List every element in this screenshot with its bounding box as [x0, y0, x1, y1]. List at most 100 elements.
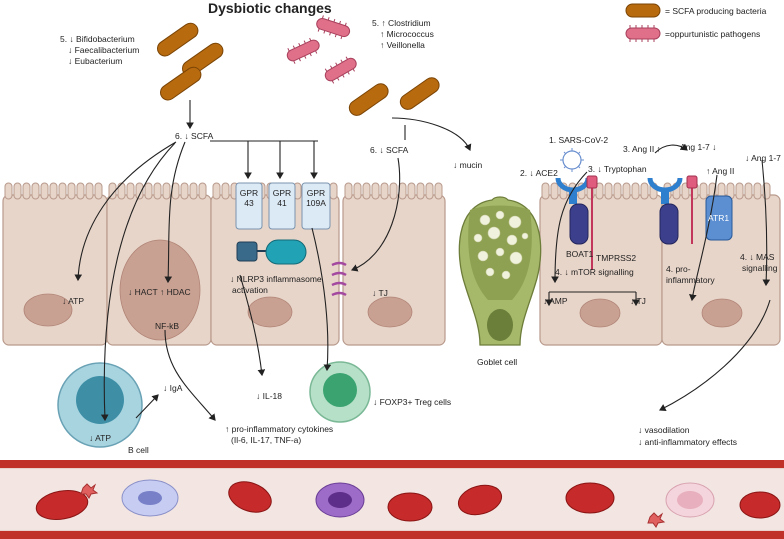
microvillus	[329, 182, 338, 200]
hact-hdac-label: ↓ HACT ↑ HDAC	[128, 287, 191, 297]
microvillus	[434, 182, 443, 200]
microvillus	[22, 182, 31, 200]
microvillus	[613, 182, 622, 200]
microvillus	[4, 182, 13, 200]
tmprss2-label: TMPRSS2	[596, 253, 637, 263]
microvillus	[135, 182, 144, 200]
microvillus	[595, 182, 604, 200]
microvillus	[180, 182, 189, 200]
nfkb-label: NF-kB	[155, 321, 180, 331]
goblet-cell	[458, 196, 542, 346]
atr1-label: ATR1	[708, 213, 730, 223]
bcell-label: B cell	[128, 445, 149, 455]
legend-scfa-label: = SCFA producing bacteria	[665, 6, 767, 16]
platelets	[80, 483, 666, 528]
sars-cov-2-label: 1. SARS-CoV-2	[549, 135, 609, 145]
b-cell	[57, 362, 143, 448]
ang17-right-label: ↓ Ang 1-7	[745, 153, 781, 163]
microvillus	[344, 182, 353, 200]
vasodilation-label: ↓ vasodilation	[638, 425, 690, 435]
microvillus	[49, 182, 58, 200]
boat1-transporter-icon	[569, 203, 589, 245]
microvillus	[699, 182, 708, 200]
pathogen-group	[286, 15, 357, 84]
microvillus	[389, 182, 398, 200]
ang-ii-small-label: ↑ Ang II	[706, 166, 735, 176]
microvillus	[126, 182, 135, 200]
scfa-bacteria-group-mid	[348, 77, 440, 116]
microvillus	[13, 182, 22, 200]
ang17-top-label: Ang 1-7 ↓	[680, 142, 717, 152]
bacteria-decrease-1: 5. ↓ Bifidobacterium	[60, 34, 135, 44]
white-blood-cells	[121, 479, 715, 518]
nlrp3-label-line1: ↓ NLRP3 inflammasome	[230, 274, 322, 284]
microvillus	[622, 182, 631, 200]
microvillus	[117, 182, 126, 200]
tj-left-label: ↓ TJ	[372, 288, 388, 298]
microvillus	[189, 182, 198, 200]
microvillus	[407, 182, 416, 200]
goblet-cell-label: Goblet cell	[477, 357, 518, 367]
tryptophan-label: 3. ↓ Tryptophan	[588, 164, 647, 174]
microvillus	[640, 182, 649, 200]
sars-cov-2-icon	[560, 148, 584, 172]
boat1-label: BOAT1	[566, 249, 594, 259]
gpr-receptors	[235, 182, 331, 230]
tmprss2-icon	[586, 175, 598, 270]
microvillus	[108, 182, 117, 200]
gpr109a-label: GPR 109A	[306, 188, 326, 208]
microvillus	[221, 182, 230, 200]
microvillus	[541, 182, 550, 200]
ace2-receptor-icon-2	[647, 175, 698, 245]
cytokines-line2: (Il-6, IL-17, TNF-a)	[231, 435, 302, 445]
gpr41-label: GPR 41	[272, 188, 292, 208]
atp-left-label: ↓ ATP	[62, 296, 85, 306]
microvillus	[550, 182, 559, 200]
microvillus	[631, 182, 640, 200]
mas-line2: signalling	[742, 263, 778, 273]
il18-label: ↓ IL-18	[256, 391, 282, 401]
microvillus	[362, 182, 371, 200]
nuclei	[23, 239, 743, 341]
microvillus	[76, 182, 85, 200]
legend-scfa-bacterium-icon	[625, 3, 661, 18]
nlrp3-inflammasome-icon	[236, 239, 307, 265]
scfa-left-label: 6. ↓ SCFA	[175, 131, 214, 141]
tight-junction-icon	[331, 261, 347, 297]
microvillus	[380, 182, 389, 200]
foxp3-label: ↓ FOXP3+ Treg cells	[373, 397, 452, 407]
gpr43-label: GPR 43	[239, 188, 259, 208]
microvillus	[735, 182, 744, 200]
iga-label: ↓ IgA	[163, 383, 183, 393]
microvillus	[753, 182, 762, 200]
pathway-arrows	[74, 100, 771, 422]
atr1-receptor-icon	[705, 195, 733, 241]
mas-line1: 4. ↓ MAS	[740, 252, 775, 262]
microvillus	[425, 182, 434, 200]
ace2-label: 2. ↓ ACE2	[520, 168, 558, 178]
amp-label: ↓ AMP	[543, 296, 568, 306]
scfa-bacteria-group-left	[157, 22, 224, 101]
legend-pathogen-icon	[625, 25, 661, 42]
microvillus	[162, 182, 171, 200]
nlrp3-label-line2: activation	[232, 285, 268, 295]
microvillus	[94, 182, 103, 200]
treg-cell	[309, 361, 371, 423]
microvillus	[604, 182, 613, 200]
bacteria-increase-1: 5. ↑ Clostridium	[372, 18, 431, 28]
bacteria-increase-3: ↑ Veillonella	[380, 40, 425, 50]
microvillus	[198, 182, 207, 200]
scfa-mid-label: 6. ↓ SCFA	[370, 145, 409, 155]
microvillus	[67, 182, 76, 200]
proinflam-line2: inflammatory	[666, 275, 715, 285]
mucin-label: ↓ mucin	[453, 160, 483, 170]
microvillus	[85, 182, 94, 200]
microvillus	[416, 182, 425, 200]
proinflam-line1: 4. pro-	[666, 264, 691, 274]
bacteria-increase-2: ↑ Micrococcus	[380, 29, 434, 39]
diagram-title: Dysbiotic changes	[208, 0, 332, 16]
microvillus	[31, 182, 40, 200]
red-blood-cells	[35, 481, 781, 522]
bcell-atp-label: ↓ ATP	[89, 433, 112, 443]
